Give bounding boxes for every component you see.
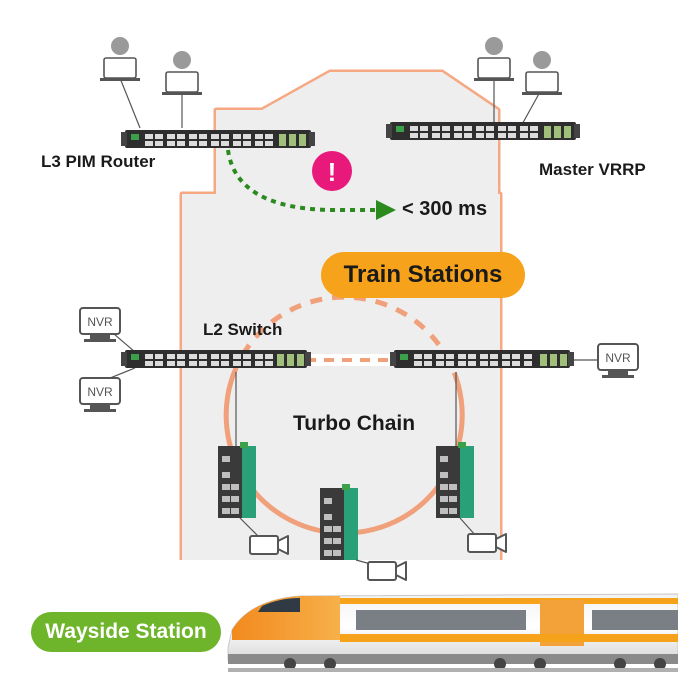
turbo-chain-ring <box>228 318 464 554</box>
nvr-label: NVR <box>605 351 631 365</box>
user-at-laptop-icon <box>522 51 562 95</box>
user-at-laptop-icon <box>100 37 140 81</box>
nvr-monitor-icon: NVR <box>79 307 121 342</box>
master-vrrp-switch <box>386 122 580 140</box>
failover-time-label: < 300 ms <box>402 198 488 220</box>
user-at-laptop-icon <box>474 37 514 81</box>
din-rail-switch-right <box>436 442 474 518</box>
turbo-chain-ring-dashed <box>233 294 461 385</box>
alert-icon <box>312 151 352 191</box>
l2-switch-right <box>390 350 574 368</box>
nvr-label: NVR <box>87 385 113 399</box>
wayside-station-badge: Wayside Station <box>31 612 221 652</box>
nvr-monitor-icon: NVR <box>597 343 639 378</box>
master-vrrp-label: Master VRRP <box>539 160 646 179</box>
alert-mark: ! <box>328 157 337 187</box>
train-stations-badge: Train Stations <box>321 252 525 298</box>
nvr-label: NVR <box>87 315 113 329</box>
cctv-camera-icon <box>467 533 507 553</box>
din-rail-switch-center <box>320 484 358 560</box>
nvr-monitor-icon: NVR <box>79 377 121 412</box>
din-rail-switch-left <box>218 442 256 518</box>
l3-pim-router-switch <box>121 130 315 148</box>
l2-switch-left <box>121 350 311 368</box>
turbo-chain-label: Turbo Chain <box>293 412 416 435</box>
high-speed-train-icon <box>227 593 678 672</box>
l3-pim-router-label: L3 PIM Router <box>41 152 156 171</box>
cctv-camera-icon <box>249 535 289 555</box>
failover-arrow-path <box>226 149 376 212</box>
cctv-camera-icon <box>367 561 407 581</box>
l2-switch-label: L2 Switch <box>203 320 283 339</box>
failover-arrow-head <box>376 200 396 220</box>
user-at-laptop-icon <box>162 51 202 95</box>
